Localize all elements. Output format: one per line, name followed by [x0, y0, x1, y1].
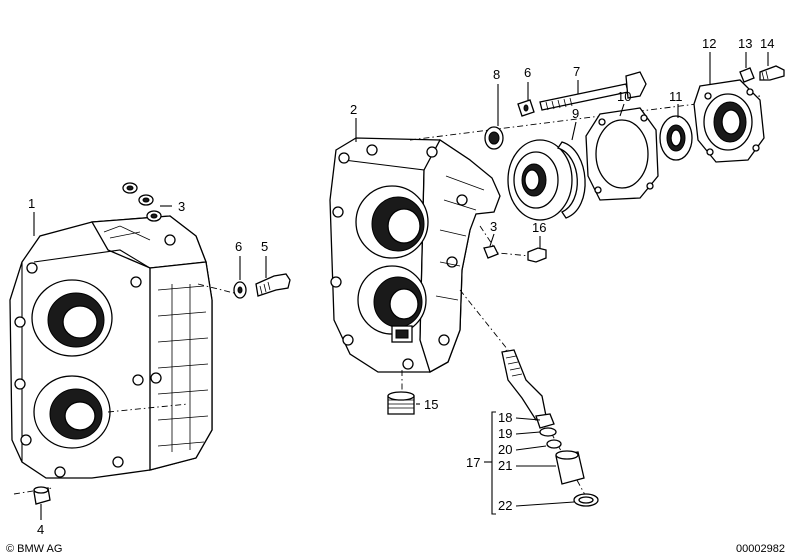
gasket — [585, 107, 659, 201]
shaft-seal-small — [484, 126, 504, 150]
label-11: 11 — [669, 89, 683, 104]
label-3-left: 3 — [178, 199, 185, 214]
label-16: 16 — [532, 220, 546, 235]
transmission-housing-rear — [329, 137, 501, 373]
label-17: 17 — [466, 455, 480, 470]
label-7: 7 — [573, 64, 580, 79]
label-18: 18 — [498, 410, 512, 425]
label-1: 1 — [28, 196, 35, 211]
copyright-text: © BMW AG — [6, 543, 62, 555]
shaft-seal — [659, 115, 693, 161]
label-6-left: 6 — [235, 239, 242, 254]
screw-small — [527, 247, 547, 263]
label-6-top: 6 — [524, 65, 531, 80]
bearing-cover — [693, 79, 765, 163]
label-19: 19 — [498, 426, 512, 441]
label-5: 5 — [261, 239, 268, 254]
label-2: 2 — [350, 102, 357, 117]
part-labels: 1 2 3 3 4 5 6 6 7 8 9 10 11 12 13 14 15 … — [28, 36, 774, 537]
washer-and-bolt-top — [739, 65, 785, 83]
long-bolt — [539, 71, 647, 111]
nut-group-top — [122, 182, 162, 222]
nut-right — [483, 245, 499, 259]
washer-top — [517, 99, 535, 117]
ball-bearing — [507, 139, 586, 221]
diagram-number: 00002982 — [736, 543, 785, 555]
label-3-right: 3 — [490, 219, 497, 234]
label-14: 14 — [760, 36, 774, 51]
screw-plug — [387, 391, 415, 415]
transmission-housing-front — [9, 215, 213, 479]
label-15: 15 — [424, 397, 438, 412]
speedometer-drive — [501, 349, 599, 507]
label-9: 9 — [572, 106, 579, 121]
label-12: 12 — [702, 36, 716, 51]
label-13: 13 — [738, 36, 752, 51]
label-8: 8 — [493, 67, 500, 82]
label-4: 4 — [37, 522, 44, 537]
label-20: 20 — [498, 442, 512, 457]
label-21: 21 — [498, 458, 512, 473]
label-10: 10 — [617, 89, 631, 104]
washer-and-bolt-left — [233, 273, 291, 299]
label-22: 22 — [498, 498, 512, 513]
dowel-sleeve — [33, 486, 51, 505]
leader-lines — [33, 52, 769, 520]
